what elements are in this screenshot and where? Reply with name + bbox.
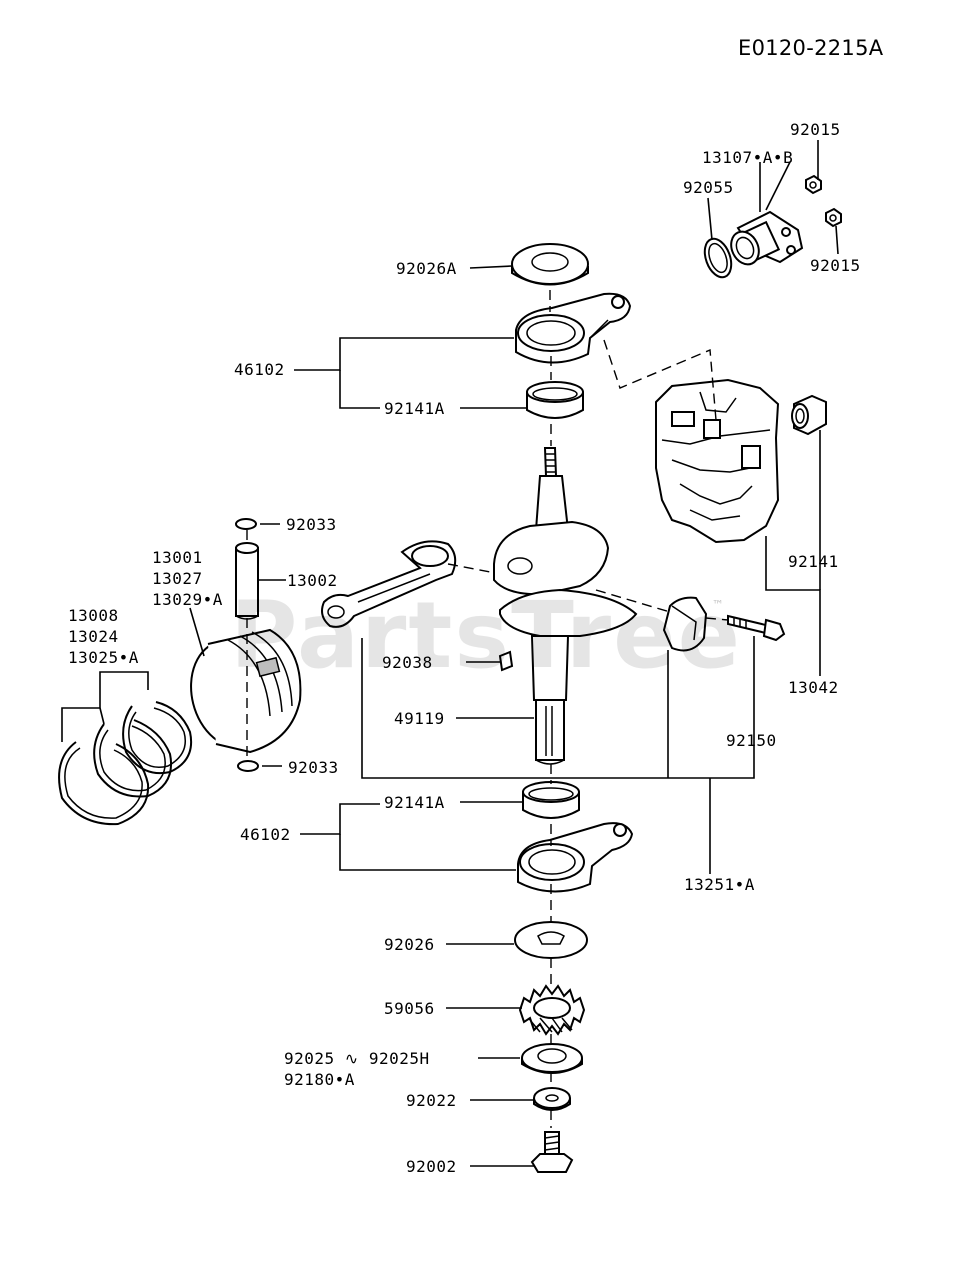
connecting-rod-part (321, 540, 457, 628)
part-label-13027[interactable]: 13027 (152, 569, 203, 588)
balancer-frame-part (655, 378, 780, 544)
spacer-part (521, 1043, 583, 1074)
part-label-13024[interactable]: 13024 (68, 627, 119, 646)
part-label-13008[interactable]: 13008 (68, 606, 119, 625)
part-label-92038[interactable]: 92038 (382, 653, 433, 672)
part-label-92033-bottom[interactable]: 92033 (288, 758, 339, 777)
part-label-92055[interactable]: 92055 (683, 178, 734, 197)
small-washer-part (533, 1087, 571, 1111)
crankshaft-part (493, 447, 638, 765)
part-label-92015-bottom[interactable]: 92015 (810, 256, 861, 275)
bearing-ring-upper (526, 381, 584, 419)
alignment-lines (246, 290, 729, 1128)
part-label-13042[interactable]: 13042 (788, 678, 839, 697)
bolt-part (727, 614, 786, 642)
watermark-trademark: ™ (712, 598, 724, 612)
balancer-weight-upper (515, 292, 632, 364)
bushing-part (791, 394, 827, 436)
bearing-ring-lower (522, 781, 580, 819)
leader-lines (61, 140, 839, 1167)
document-id: E0120-2215A (738, 36, 884, 60)
piston-part (190, 628, 302, 754)
nut-part (805, 174, 842, 228)
rod-cap-part (662, 596, 708, 652)
part-label-92141A-top[interactable]: 92141A (384, 399, 445, 418)
watermark: PartsTree (230, 582, 742, 689)
part-label-46102-bottom[interactable]: 46102 (240, 825, 291, 844)
part-label-59056[interactable]: 59056 (384, 999, 435, 1018)
part-label-13029A[interactable]: 13029•A (152, 590, 223, 609)
part-label-13001[interactable]: 13001 (152, 548, 203, 567)
washer-part (514, 921, 588, 959)
part-label-13002[interactable]: 13002 (287, 571, 338, 590)
part-label-92026A[interactable]: 92026A (396, 259, 457, 278)
screw-part (530, 1131, 574, 1173)
part-label-92180A[interactable]: 92180•A (284, 1070, 355, 1089)
part-label-92022[interactable]: 92022 (406, 1091, 457, 1110)
balancer-weight-lower (517, 822, 634, 893)
part-label-13025A[interactable]: 13025•A (68, 648, 139, 667)
clip-part (235, 518, 259, 772)
part-label-92033-top[interactable]: 92033 (286, 515, 337, 534)
part-label-92141[interactable]: 92141 (788, 552, 839, 571)
piston-ring-part (58, 701, 192, 826)
part-label-92150[interactable]: 92150 (726, 731, 777, 750)
gear-part (518, 984, 586, 1036)
part-label-13107[interactable]: 13107•A•B (702, 148, 794, 167)
breather-cover-part (703, 210, 804, 279)
part-label-92141A-bottom[interactable]: 92141A (384, 793, 445, 812)
part-label-92015-top[interactable]: 92015 (790, 120, 841, 139)
part-label-13251A[interactable]: 13251•A (684, 875, 755, 894)
part-label-92025[interactable]: 92025 ∿ 92025H (284, 1049, 430, 1068)
key-part (498, 650, 514, 672)
part-label-46102-top[interactable]: 46102 (234, 360, 285, 379)
thrust-washer-part (511, 243, 589, 286)
part-label-92002[interactable]: 92002 (406, 1157, 457, 1176)
part-label-49119[interactable]: 49119 (394, 709, 445, 728)
part-label-92026[interactable]: 92026 (384, 935, 435, 954)
